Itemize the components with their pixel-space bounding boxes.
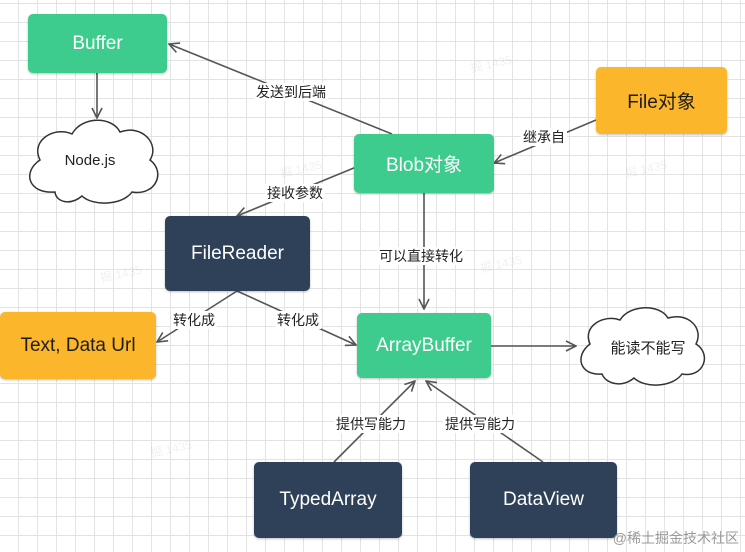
node-filereader[interactable]: FileReader — [165, 216, 310, 291]
site-watermark: @稀土掘金技术社区 — [612, 530, 739, 546]
node-blob-object[interactable]: Blob对象 — [354, 134, 494, 193]
node-text-dataurl[interactable]: Text, Data Url — [0, 312, 156, 379]
node-read-not-write[interactable]: 能读不能写 — [600, 332, 696, 362]
edge-label-accepts-param: 接收参数 — [265, 184, 325, 202]
node-blob-object-label: Blob对象 — [385, 155, 463, 176]
node-read-not-write-label: 能读不能写 — [610, 339, 686, 357]
node-buffer[interactable]: Buffer — [28, 14, 167, 73]
edge-label-can-directly-convert: 可以直接转化 — [377, 247, 465, 265]
node-arraybuffer-label: ArrayBuffer — [376, 334, 472, 356]
node-nodejs-label: Node.js — [64, 151, 116, 169]
node-filereader-label: FileReader — [191, 242, 284, 264]
edge-label-typedarray-write: 提供写能力 — [334, 415, 408, 433]
node-dataview-label: DataView — [503, 489, 584, 510]
node-file-object[interactable]: File对象 — [596, 67, 727, 134]
node-nodejs[interactable]: Node.js — [40, 145, 140, 175]
edge-label-inherits-from: 继承自 — [521, 128, 567, 146]
node-typedarray-label: TypedArray — [279, 489, 377, 510]
node-buffer-label: Buffer — [72, 32, 123, 54]
cloud-nodejs-shape — [29, 119, 159, 204]
node-dataview[interactable]: DataView — [470, 462, 617, 538]
edge-label-dataview-write: 提供写能力 — [443, 415, 517, 433]
edge-label-send-to-backend: 发送到后端 — [254, 83, 328, 101]
cloud-read-only-shape — [580, 307, 706, 386]
node-file-object-label: File对象 — [627, 92, 696, 113]
node-typedarray[interactable]: TypedArray — [254, 462, 402, 538]
edge-label-convert-to-text: 转化成 — [171, 311, 217, 329]
node-arraybuffer[interactable]: ArrayBuffer — [357, 313, 491, 378]
edge-label-convert-to-arraybuffer: 转化成 — [275, 311, 321, 329]
node-text-dataurl-label: Text, Data Url — [20, 334, 136, 356]
